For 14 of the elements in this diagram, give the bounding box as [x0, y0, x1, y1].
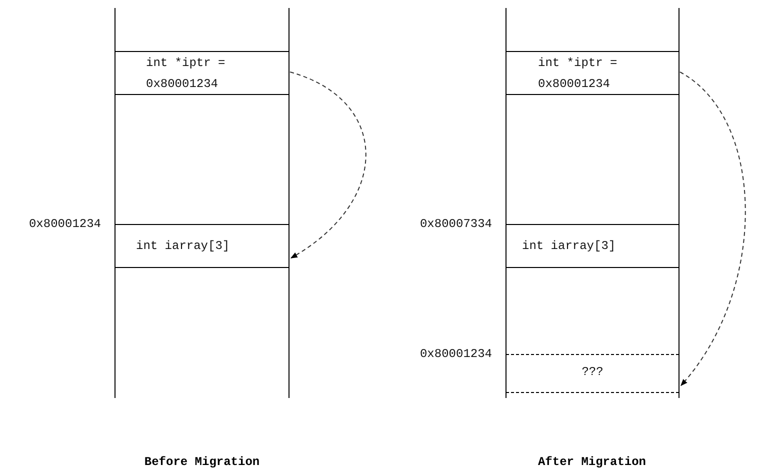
- stack-caption: After Migration: [538, 455, 646, 469]
- pointer-arrow: [290, 72, 366, 258]
- address-label: 0x80001234: [420, 347, 492, 361]
- cell-text: int *iptr = 0x80001234: [146, 55, 226, 93]
- cell-text: ???: [580, 364, 604, 381]
- cell-text: int iarray[3]: [136, 238, 231, 255]
- pointer-arrow: [680, 72, 746, 386]
- cell-text: int *iptr = 0x80001234: [538, 55, 618, 93]
- stack-caption: Before Migration: [144, 455, 260, 469]
- address-label: 0x80001234: [28, 217, 101, 231]
- memory-cell: [115, 51, 289, 95]
- memory-cell: [506, 51, 679, 95]
- cell-text: int iarray[3]: [522, 238, 617, 255]
- address-label: 0x80007334: [420, 217, 492, 231]
